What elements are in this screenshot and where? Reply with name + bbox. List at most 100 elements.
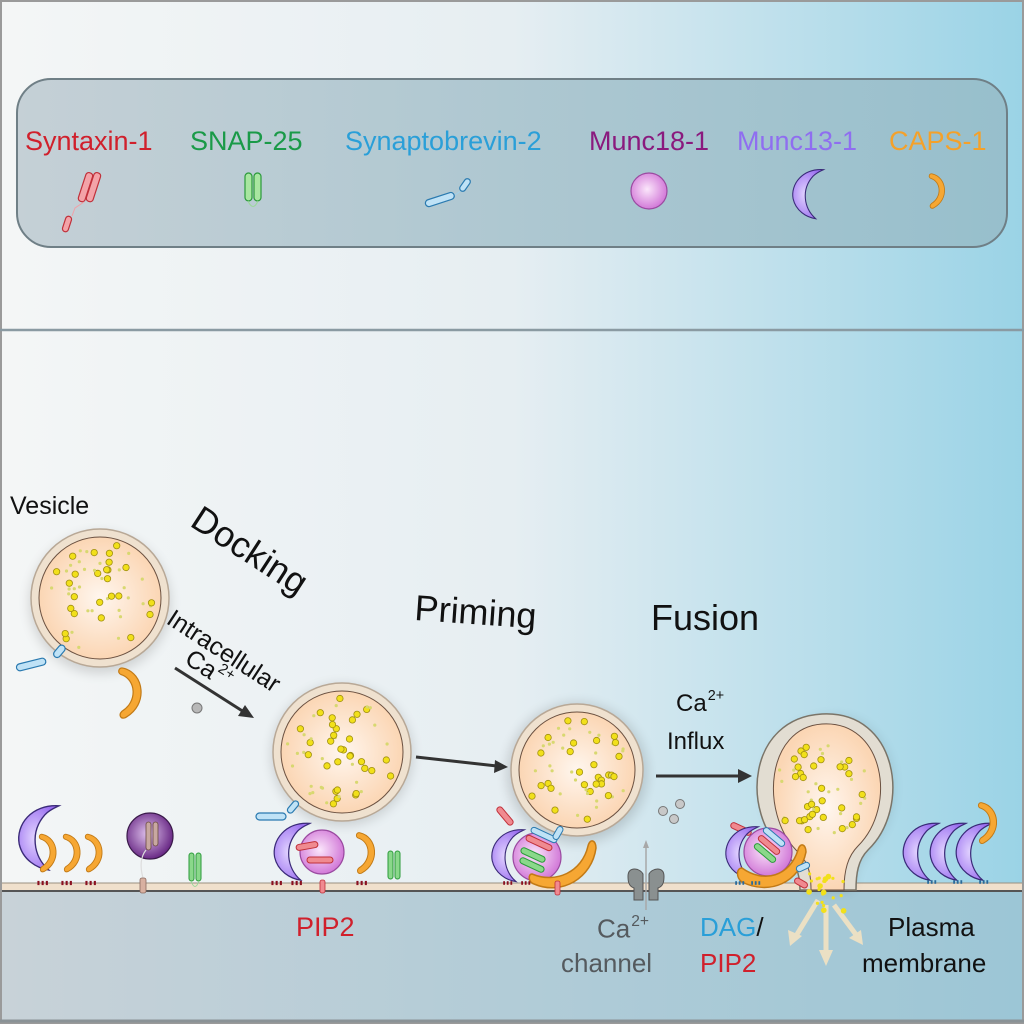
neurotransmitter-dot xyxy=(286,742,290,746)
dag-pip2-label: DAG/ xyxy=(700,914,764,940)
released-neurotransmitter-dot xyxy=(821,907,827,913)
neurotransmitter-dot xyxy=(845,826,849,830)
neurotransmitter-dot xyxy=(64,569,69,573)
neurotransmitter-dot xyxy=(290,764,295,768)
neurotransmitter-dot xyxy=(126,596,130,600)
vesicle-priming xyxy=(507,703,647,843)
arrow-docking xyxy=(174,666,254,718)
neurotransmitter-dot xyxy=(77,585,82,589)
neurotransmitter-dot xyxy=(570,770,574,774)
neurotransmitter-dot xyxy=(385,742,389,746)
neurotransmitter-dot xyxy=(334,758,342,766)
neurotransmitter-dot xyxy=(817,756,825,764)
neurotransmitter-dot xyxy=(69,552,77,560)
priming-complex xyxy=(491,806,597,896)
neurotransmitter-dot xyxy=(357,758,366,766)
neurotransmitter-dot xyxy=(561,746,565,750)
neurotransmitter-dot xyxy=(818,797,826,805)
neurotransmitter-dot xyxy=(350,762,354,766)
neurotransmitter-dot xyxy=(353,710,361,718)
neurotransmitter-dot xyxy=(562,733,566,737)
snap25-left xyxy=(188,852,202,887)
neurotransmitter-dot xyxy=(528,792,536,800)
neurotransmitter-dot xyxy=(804,825,812,834)
neurotransmitter-dot xyxy=(859,801,863,806)
neurotransmitter-dot xyxy=(309,737,313,741)
neurotransmitter-dot xyxy=(386,772,395,780)
neurotransmitter-dot xyxy=(806,790,810,794)
neurotransmitter-dot xyxy=(621,747,625,751)
neurotransmitter-dot xyxy=(615,752,623,761)
neurotransmitter-dot xyxy=(583,815,591,823)
neurotransmitter-dot xyxy=(113,542,121,550)
influx-calcium-label: Ca2+ xyxy=(676,689,724,716)
released-neurotransmitter-dot xyxy=(831,896,835,900)
neurotransmitter-dot xyxy=(818,747,822,751)
neurotransmitter-dot xyxy=(86,609,90,613)
neurotransmitter-dot xyxy=(141,602,145,606)
neurotransmitter-dot xyxy=(67,587,71,591)
neurotransmitter-dot xyxy=(67,592,71,596)
neurotransmitter-dot xyxy=(621,789,625,793)
released-neurotransmitter-dot xyxy=(815,901,820,905)
neurotransmitter-dot xyxy=(838,804,846,812)
neurotransmitter-dot xyxy=(550,769,554,773)
neurotransmitter-dot xyxy=(544,733,552,742)
neurotransmitter-dot xyxy=(90,548,98,557)
release-arrows xyxy=(788,898,863,966)
neurotransmitter-dot xyxy=(116,636,121,640)
neurotransmitter-dot xyxy=(556,726,561,730)
released-neurotransmitter xyxy=(806,872,847,914)
neurotransmitter-dot xyxy=(812,807,816,812)
neurotransmitter-dot xyxy=(826,744,830,748)
neurotransmitter-dot xyxy=(845,756,853,765)
neurotransmitter-dot xyxy=(814,782,818,786)
neurotransmitter-dot xyxy=(573,778,578,782)
synaptobrevin-free xyxy=(15,657,47,672)
neurotransmitter-dot xyxy=(537,781,545,790)
calcium-ion xyxy=(191,702,203,714)
neurotransmitter-dot xyxy=(816,826,820,831)
neurotransmitter-dot xyxy=(848,820,856,829)
neurotransmitter-dot xyxy=(92,568,97,573)
neurotransmitter-dot xyxy=(67,604,75,613)
influx-label: Influx xyxy=(667,728,725,755)
neurotransmitter-dot xyxy=(547,784,555,792)
neurotransmitter-dot xyxy=(355,780,359,784)
neurotransmitter-dot xyxy=(304,751,312,759)
legend-label-munc18-1: Munc18-1 xyxy=(589,126,710,156)
legend-label-caps-1: CAPS-1 xyxy=(889,126,987,156)
released-neurotransmitter-dot xyxy=(808,872,812,876)
neurotransmitter-dot xyxy=(592,780,600,788)
released-neurotransmitter-dot xyxy=(820,900,824,905)
neurotransmitter-dot xyxy=(105,558,113,566)
neurotransmitter-dot xyxy=(311,791,315,795)
neurotransmitter-dot xyxy=(604,791,613,800)
neurotransmitter-dot xyxy=(50,586,54,590)
neurotransmitter-dot xyxy=(794,763,802,771)
neurotransmitter-dot xyxy=(147,599,156,607)
calcium-charge: 2+ xyxy=(631,913,650,930)
neurotransmitter-dot xyxy=(800,816,809,824)
neurotransmitter-dot xyxy=(122,563,130,572)
plasma-label: Plasma xyxy=(888,912,975,942)
neurotransmitter-dot xyxy=(85,550,89,554)
neurotransmitter-dot xyxy=(94,569,102,578)
neurotransmitter-dot xyxy=(566,747,574,756)
neurotransmitter-dot xyxy=(309,784,313,788)
neurotransmitter-dot xyxy=(820,751,825,756)
neurotransmitter-dot xyxy=(839,812,843,816)
released-neurotransmitter-dot xyxy=(841,879,845,884)
vesicle-docking xyxy=(272,682,412,825)
munc18-icon xyxy=(630,172,668,210)
neurotransmitter-dot xyxy=(365,705,369,709)
neurotransmitter-dot xyxy=(78,549,82,553)
neurotransmitter-dot xyxy=(791,772,800,781)
neurotransmitter-dot xyxy=(858,790,866,799)
neurotransmitter-dot xyxy=(308,792,312,796)
neurotransmitter-dot xyxy=(778,768,782,772)
neurotransmitter-dot xyxy=(611,738,620,747)
neurotransmitter-dot xyxy=(117,568,121,572)
munc18-syntaxin-closed xyxy=(126,812,174,894)
